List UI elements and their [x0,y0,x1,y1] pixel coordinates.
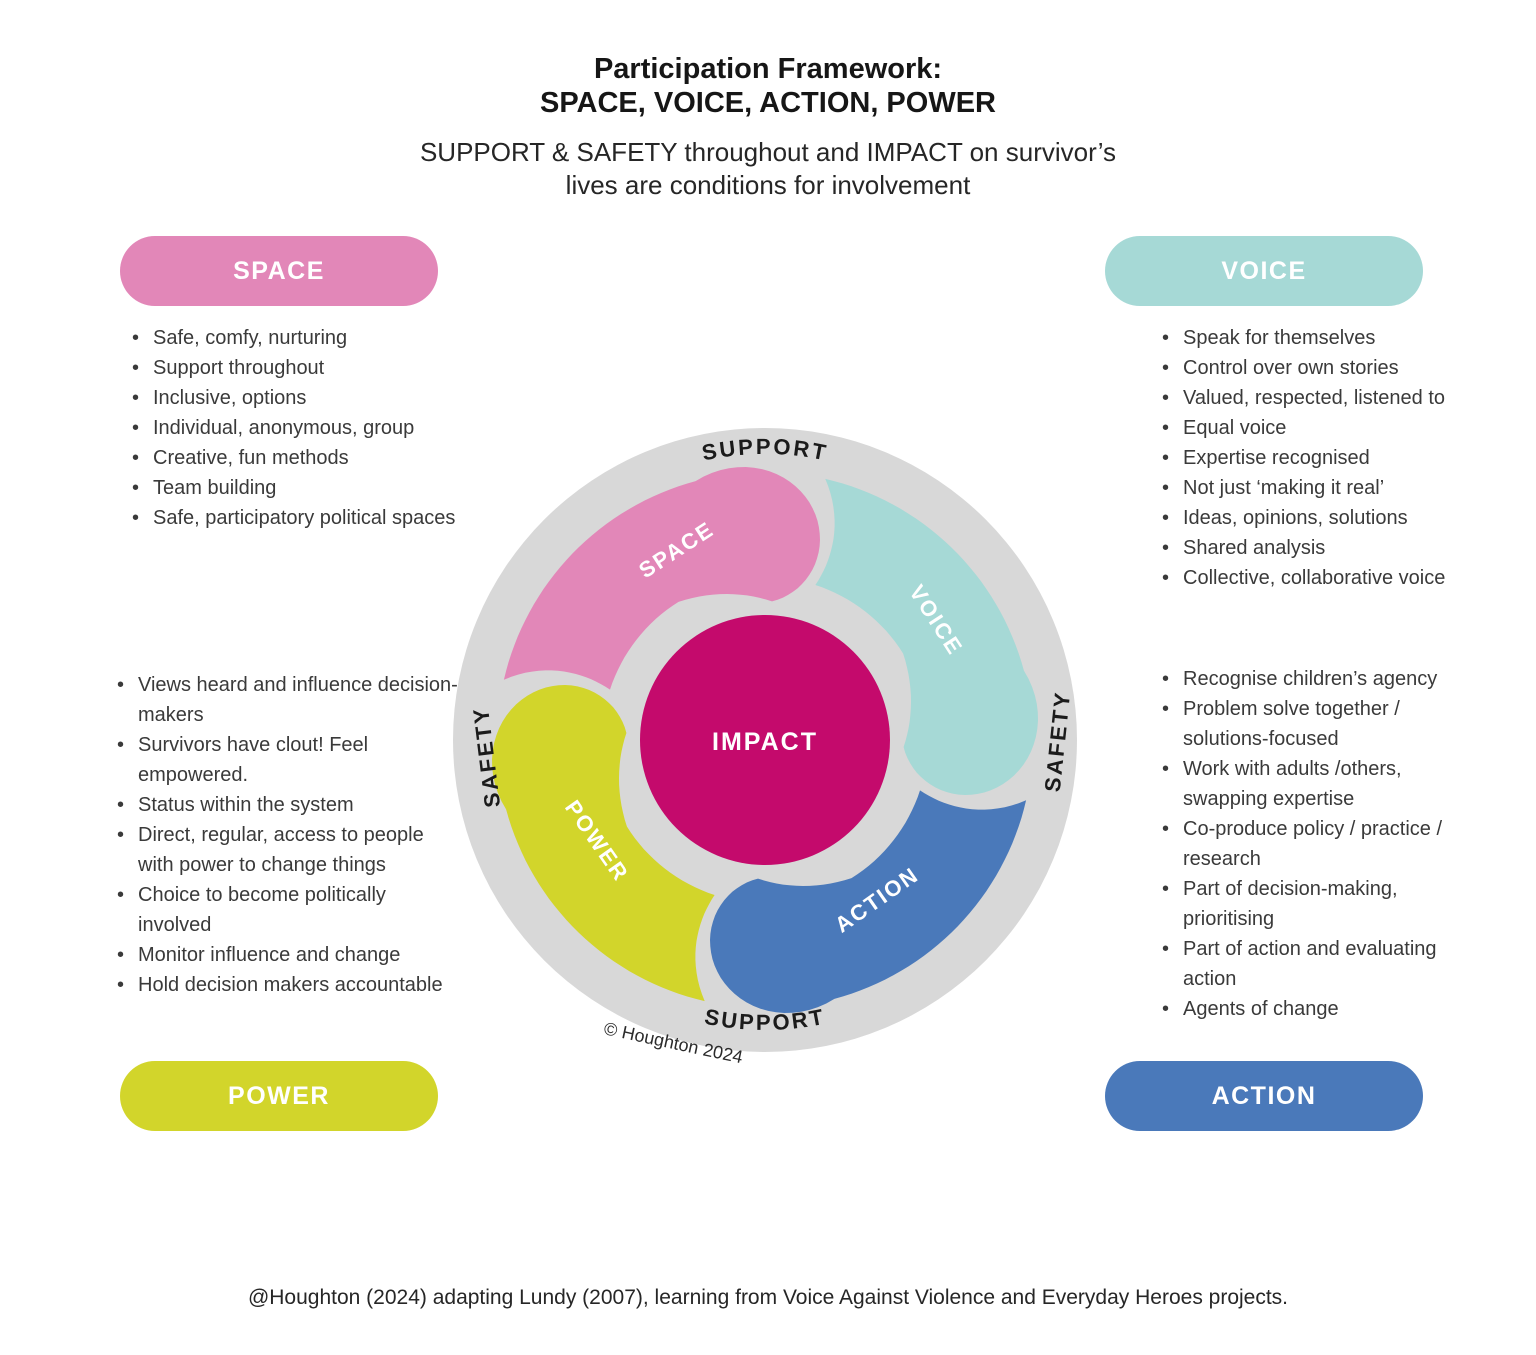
list-item: Part of action and evaluating action [1157,934,1473,994]
list-item: Monitor influence and change [112,940,460,970]
impact-circle [640,615,890,865]
action-pill: ACTION [1105,1061,1423,1131]
power-list: Views heard and influence decision-maker… [112,670,460,1000]
list-item: Expertise recognised [1157,443,1487,473]
space-list: Safe, comfy, nurturingSupport throughout… [127,323,457,533]
page-title-line1: Participation Framework: [593,53,943,85]
list-item: Agents of change [1157,994,1473,1024]
participation-wheel: IMPACTSPACEVOICEACTIONPOWERSUPPORTSUPPOR… [453,428,1077,1067]
list-item: Inclusive, options [127,383,457,413]
power-pill: POWER [120,1061,438,1131]
list-item: Speak for themselves [1157,323,1487,353]
segment-action [710,790,1027,1013]
list-item: Shared analysis [1157,533,1487,563]
space-pill: SPACE [120,236,438,306]
list-item: Direct, regular, access to people with p… [112,820,460,880]
action-list: Recognise children’s agencyProblem solve… [1157,664,1473,1024]
list-item: Control over own stories [1157,353,1487,383]
list-item: Hold decision makers accountable [112,970,460,1000]
list-item: Valued, respected, listened to [1157,383,1487,413]
list-item: Not just ‘making it real’ [1157,473,1487,503]
segment-power [492,685,715,1002]
list-item: Team building [127,473,457,503]
page-subtitle: SUPPORT & SAFETY throughout and IMPACT o… [419,137,1117,200]
impact-label: IMPACT [712,728,818,756]
list-item: Equal voice [1157,413,1487,443]
list-item: Safe, comfy, nurturing [127,323,457,353]
list-item: Ideas, opinions, solutions [1157,503,1487,533]
list-item: Support throughout [127,353,457,383]
list-item: Recognise children’s agency [1157,664,1473,694]
list-item: Views heard and influence decision-maker… [112,670,460,730]
list-item: Status within the system [112,790,460,820]
list-item: Co-produce policy / practice / research [1157,814,1473,874]
page-title-line2: SPACE, VOICE, ACTION, POWER [540,87,996,119]
segment-space [503,467,820,690]
list-item: Survivors have clout! Feel empowered. [112,730,460,790]
list-item: Problem solve together / solutions-focus… [1157,694,1473,754]
list-item: Part of decision-making, prioritising [1157,874,1473,934]
list-item: Collective, collaborative voice [1157,563,1487,593]
voice-pill: VOICE [1105,236,1423,306]
list-item: Individual, anonymous, group [127,413,457,443]
list-item: Creative, fun methods [127,443,457,473]
segment-voice [815,478,1038,795]
header: Participation Framework: SPACE, VOICE, A… [0,52,1536,202]
list-item: Work with adults /others, swapping exper… [1157,754,1473,814]
list-item: Choice to become politically involved [112,880,460,940]
voice-list: Speak for themselvesControl over own sto… [1157,323,1487,593]
list-item: Safe, participatory political spaces [127,503,457,533]
caption: @Houghton (2024) adapting Lundy (2007), … [247,1286,1289,1309]
